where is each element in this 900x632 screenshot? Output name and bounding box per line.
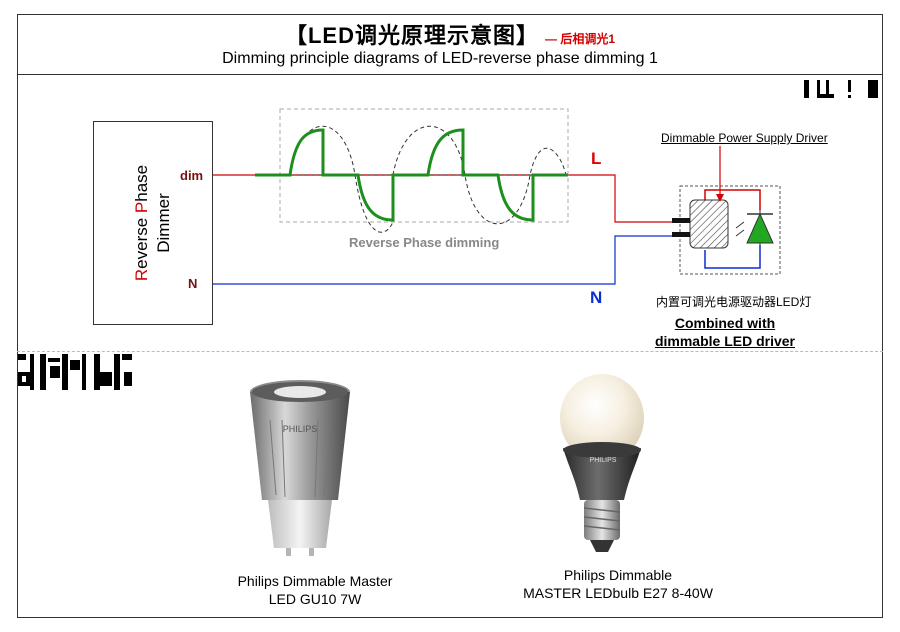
gu10-caption-line2: LED GU10 7W [268, 591, 362, 607]
title-cn-subtitle: — 后相调光1 [545, 32, 616, 46]
reverse-phase-dimmer-box [93, 121, 213, 325]
live-line-label: L [591, 149, 602, 168]
gu10-caption: Philips Dimmable Master LED GU10 7W [215, 572, 415, 608]
waveform-caption: Reverse Phase dimming [349, 235, 500, 250]
led-caption-cn: 内置可调光电源驱动器LED灯 [656, 295, 812, 309]
title-cn-text: 【LED调光原理示意图】 [284, 23, 539, 48]
header-divider [17, 74, 883, 75]
reverse-phase-waveform [255, 128, 568, 222]
driver-module [689, 199, 729, 249]
dim-terminal-label: dim [180, 168, 204, 183]
gu10-caption-line1: Philips Dimmable Master [237, 573, 393, 589]
diagram-frame [17, 14, 883, 618]
led-diode-symbol [746, 212, 774, 244]
e27-caption-line1: Philips Dimmable [563, 567, 673, 583]
waveform-box [279, 108, 569, 223]
driver-dashed-area [679, 185, 781, 275]
page-title-en: Dimming principle diagrams of LED-revers… [222, 50, 658, 67]
svg-text:PHILIPS: PHILIPS [283, 424, 318, 434]
driver-title: Dimmable Power Supply Driver [661, 131, 828, 145]
led-caption-en: Combined with dimmable LED driver [654, 315, 796, 349]
neutral-line-label: N [590, 288, 603, 307]
neutral-wire [213, 235, 685, 285]
svg-text:PHILIPS: PHILIPS [590, 457, 617, 464]
page-title-cn: 【LED调光原理示意图】 — 后相调光1 [0, 18, 900, 50]
e27-bulb-image: PHILIPS [560, 374, 644, 552]
e27-caption-line2: MASTER LEDbulb E27 8-40W [523, 585, 713, 601]
reference-sine [289, 125, 394, 233]
section-divider [17, 351, 883, 352]
e27-caption: Philips Dimmable MASTER LEDbulb E27 8-40… [503, 566, 733, 602]
neutral-terminal-label: N [188, 276, 198, 291]
gu10-lamp-image: PHILIPS [250, 380, 350, 556]
